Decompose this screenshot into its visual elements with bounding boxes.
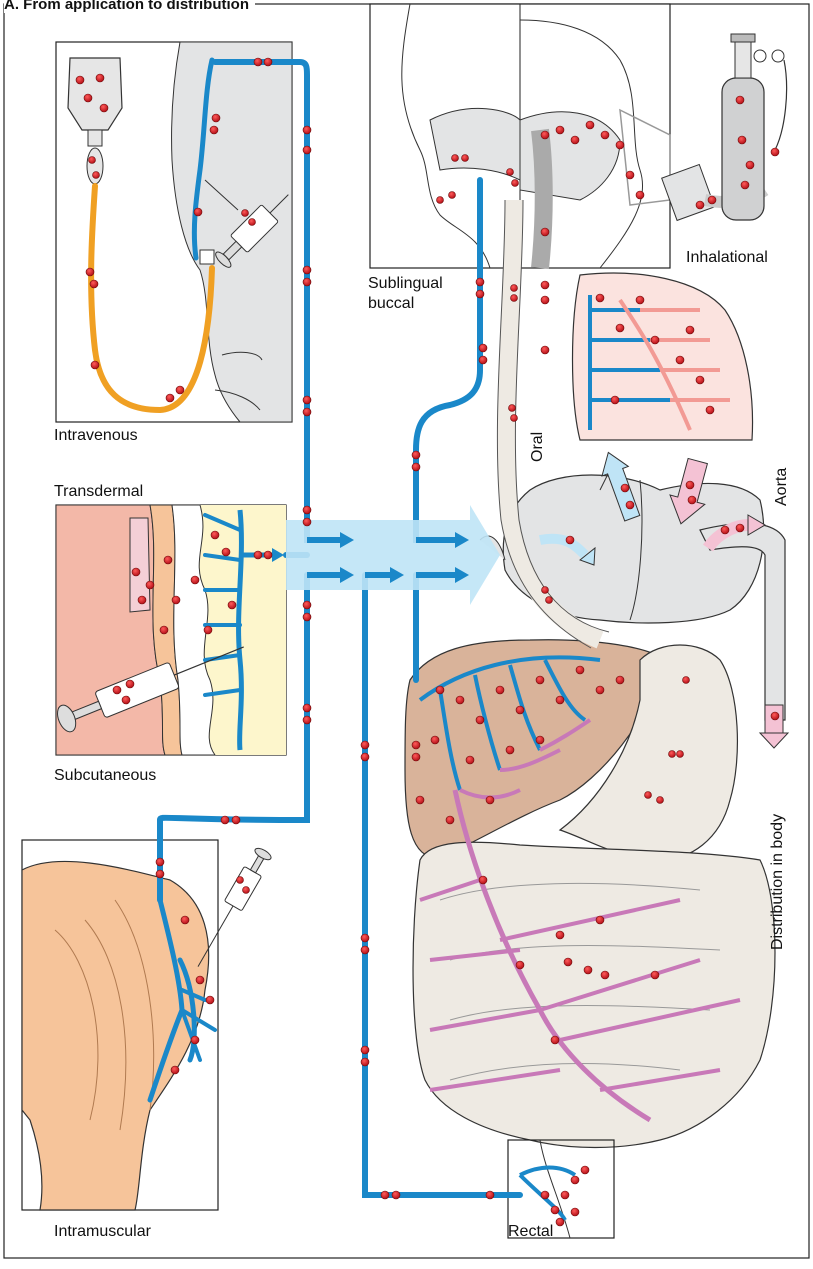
label-distribution-in-body: Distribution in body: [768, 814, 787, 950]
label-sublingual: Sublingual: [368, 274, 443, 293]
label-intravenous: Intravenous: [54, 426, 138, 445]
label-buccal: buccal: [368, 294, 414, 313]
transdermal-subcutaneous-panel: [54, 505, 286, 755]
label-transdermal: Transdermal: [54, 482, 143, 501]
flow-arrow: [286, 505, 500, 605]
gas-cylinder: [722, 34, 787, 220]
iv-bag: [68, 58, 122, 130]
label-subcutaneous: Subcutaneous: [54, 766, 156, 785]
label-intramuscular: Intramuscular: [54, 1222, 151, 1241]
figure-title: A. From application to distribution: [4, 0, 255, 13]
head-panel: [370, 4, 765, 268]
intramuscular-panel: [22, 840, 274, 1210]
label-aorta: Aorta: [772, 468, 791, 506]
label-oral: Oral: [528, 432, 547, 462]
label-inhalational: Inhalational: [686, 248, 768, 267]
label-rectal: Rectal: [508, 1222, 553, 1241]
